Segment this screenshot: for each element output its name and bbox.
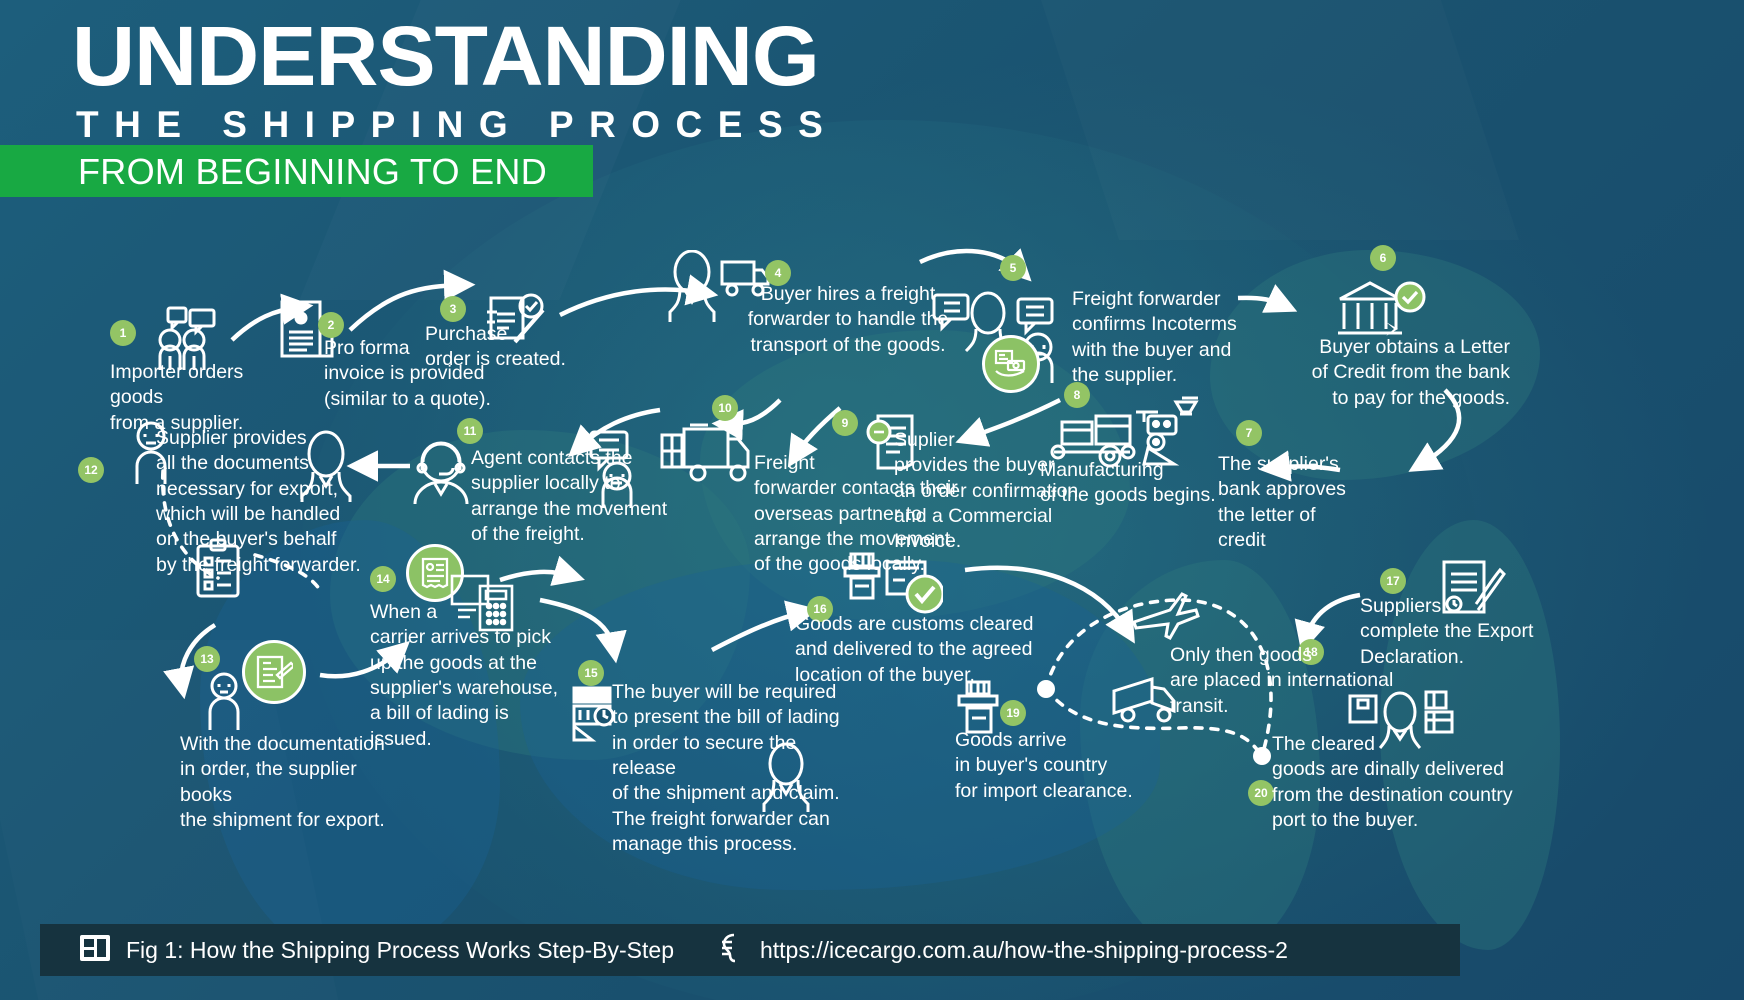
bill-of-lading-icon xyxy=(406,544,464,602)
step-number-badge: 17 xyxy=(1380,568,1406,594)
person-side-icon xyxy=(756,742,816,812)
step-number-badge: 11 xyxy=(457,418,483,444)
background-facet xyxy=(1041,0,1519,240)
two-people-chat-icon xyxy=(146,306,218,372)
step-17-text: Suppliers complete the Export Declaratio… xyxy=(1360,595,1534,668)
step-1-text: Importer orders goods from a supplier. xyxy=(110,361,244,434)
calculator-icon xyxy=(450,574,514,632)
speech-person-icon xyxy=(585,430,647,508)
step-number-badge: 19 xyxy=(1000,700,1026,726)
document-person-icon xyxy=(570,684,632,744)
person-side-icon xyxy=(293,430,359,502)
step-number-badge: 13 xyxy=(194,646,220,672)
link-icon xyxy=(720,933,744,968)
step-13-text: With the documentation in order, the sup… xyxy=(180,733,385,832)
step-6-text: Buyer obtains a Letter of Credit from th… xyxy=(1311,336,1510,409)
step-4-text: Buyer hires a freight forwarder to handl… xyxy=(747,283,949,356)
step-9-text: Suplier provides the buyer an order conf… xyxy=(894,429,1079,553)
step-number-badge: 5 xyxy=(1000,255,1026,281)
step-number-badge: 4 xyxy=(765,260,791,286)
bank-check-icon xyxy=(1332,277,1428,343)
step-number-badge: 14 xyxy=(370,566,396,592)
signed-declaration-icon xyxy=(1440,560,1508,622)
figure-caption: Fig 1: How the Shipping Process Works St… xyxy=(126,936,674,963)
footer-bar: Fig 1: How the Shipping Process Works St… xyxy=(40,924,1460,976)
truck-cargo-icon xyxy=(660,423,756,483)
step-10-text: Freight forwarder contacts their oversea… xyxy=(754,452,958,576)
step-2-text: Pro forma invoice is provided (similar t… xyxy=(324,337,491,410)
person-documents-icon xyxy=(128,420,174,484)
footer-url: https://icecargo.com.au/how-the-shipping… xyxy=(759,936,1288,963)
step-19-text: Goods arrive in buyer's country for impo… xyxy=(955,729,1133,802)
checklist-clipboard-icon xyxy=(194,538,242,598)
step-7-text: The supplier's bank approves the letter … xyxy=(1218,453,1346,552)
step-number-badge: 6 xyxy=(1370,245,1396,271)
step-20-text: The cleared goods are dinally delivered … xyxy=(1272,733,1513,832)
figure-icon xyxy=(80,934,110,966)
title-band-text: FROM BEGINNING TO END xyxy=(78,151,548,192)
step-number-badge: 15 xyxy=(578,660,604,686)
globe-backdrop xyxy=(300,120,1480,1000)
confirmed-document-icon xyxy=(866,412,922,470)
step-number-badge: 10 xyxy=(712,395,738,421)
step-number-badge: 7 xyxy=(1236,420,1262,446)
purchase-order-icon xyxy=(485,292,547,348)
agent-headset-icon xyxy=(405,440,477,506)
booking-form-icon xyxy=(242,640,306,704)
crate-arrive-icon xyxy=(955,680,1011,742)
title-accent-band xyxy=(0,145,593,197)
step-number-badge: 8 xyxy=(1064,382,1090,408)
step-16-text: Goods are customs cleared and delivered … xyxy=(795,613,1034,686)
truck-icon xyxy=(1110,675,1182,723)
step-11-text: Agent contacts the supplier locally to a… xyxy=(471,447,668,546)
landmass-shape xyxy=(330,430,750,760)
page-title: UNDERSTANDING xyxy=(72,9,820,103)
goods-cleared-icon xyxy=(843,552,943,620)
step-number-badge: 3 xyxy=(440,296,466,322)
step-number-badge: 9 xyxy=(832,410,858,436)
step-number-badge: 1 xyxy=(110,320,136,346)
step-number-badge: 2 xyxy=(318,312,344,338)
step-number-badge: 20 xyxy=(1248,780,1274,806)
step-number-badge: 16 xyxy=(807,596,833,622)
delivery-person-icon xyxy=(1348,690,1458,752)
factory-robot-icon xyxy=(1048,396,1208,468)
step-number-badge: 18 xyxy=(1298,639,1324,665)
page-subtitle: THE SHIPPING PROCESS xyxy=(76,104,839,145)
plane-icon xyxy=(1130,592,1200,640)
step-18-text: Only then goods are placed in internatio… xyxy=(1170,644,1394,717)
money-exchange-badge xyxy=(982,335,1040,393)
step-3-text: Purchase order is created. xyxy=(425,323,566,371)
person-small-icon xyxy=(202,672,246,730)
landmass-shape xyxy=(1380,520,1560,950)
step-number-badge: 12 xyxy=(78,457,104,483)
step-8-text: Manufacturing of the goods begins. xyxy=(1040,459,1216,507)
step-5-text: Freight forwarder confirms Incoterms wit… xyxy=(1072,288,1237,387)
step-15-text: The buyer will be required to present th… xyxy=(612,681,840,856)
step-14-text: When a carrier arrives to pick up the go… xyxy=(370,601,558,750)
